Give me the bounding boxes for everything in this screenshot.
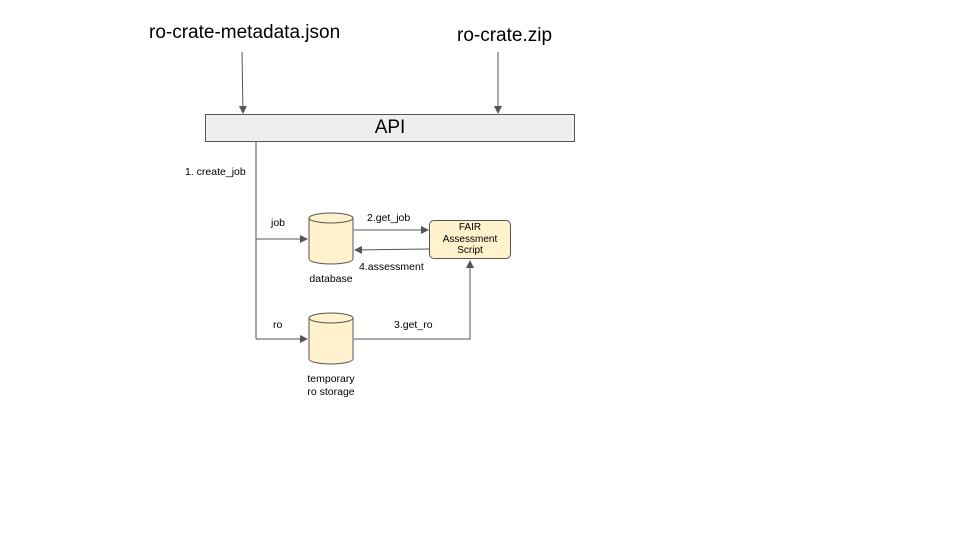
api-box: API [205, 114, 575, 142]
storage-cylinder-icon [308, 312, 354, 365]
metadata-to-api-arrow [238, 51, 247, 114]
create-job-label: 1. create_job [185, 166, 246, 178]
job-label: job [271, 217, 286, 229]
fair-assessment-script-label: FAIR Assessment Script [442, 222, 498, 257]
fair-assessment-script-box: FAIR Assessment Script [429, 220, 511, 259]
storage-label: temporary ro storage [307, 373, 355, 398]
assessment-arrow [354, 245, 430, 254]
zip-file-label: ro-crate.zip [457, 25, 553, 46]
get-ro-arrow [354, 260, 474, 340]
api-label: API [374, 117, 406, 138]
get-job-label: 2.get_job [367, 212, 411, 224]
assessment-label: 4.assessment [359, 261, 424, 273]
database-cylinder-icon [308, 212, 354, 265]
metadata-file-label: ro-crate-metadata.json [149, 22, 341, 43]
ro-label: ro [273, 319, 283, 331]
get-ro-label: 3.get_ro [394, 319, 433, 331]
database-label: database [309, 273, 353, 285]
